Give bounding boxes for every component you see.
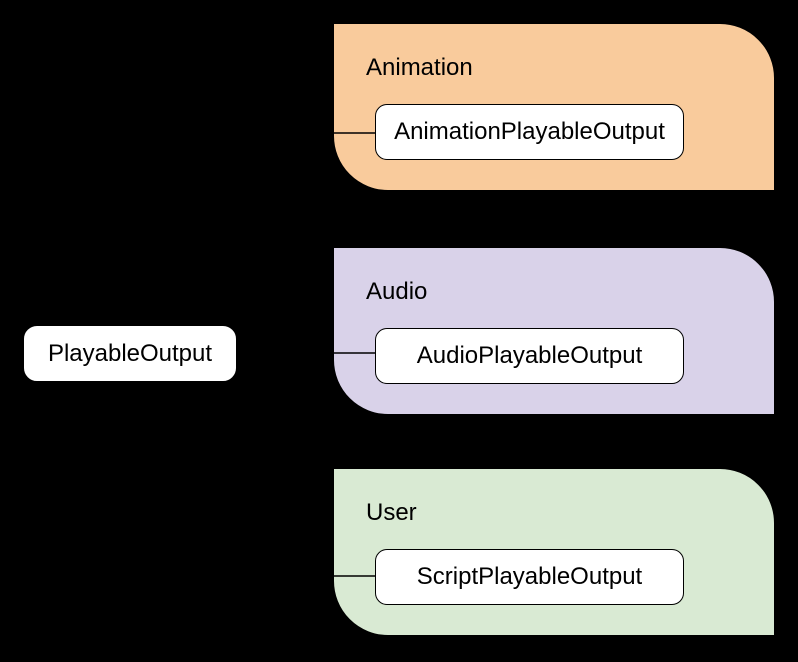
group-user: User ScriptPlayableOutput	[333, 468, 775, 636]
node-audio-playable-output: AudioPlayableOutput	[375, 328, 684, 384]
node-playable-output: PlayableOutput	[23, 325, 237, 382]
node-script-playable-output: ScriptPlayableOutput	[375, 549, 684, 605]
node-animation-playable-output-label: AnimationPlayableOutput	[394, 118, 665, 145]
group-animation-label: Animation	[366, 54, 473, 81]
node-animation-playable-output: AnimationPlayableOutput	[375, 104, 684, 160]
group-audio-label: Audio	[366, 278, 428, 305]
node-script-playable-output-label: ScriptPlayableOutput	[416, 563, 643, 590]
node-audio-playable-output-label: AudioPlayableOutput	[416, 342, 643, 369]
node-playable-output-label: PlayableOutput	[47, 339, 213, 367]
group-audio: Audio AudioPlayableOutput	[333, 247, 775, 415]
group-user-label: User	[366, 499, 417, 526]
group-animation: Animation AnimationPlayableOutput	[333, 23, 775, 191]
